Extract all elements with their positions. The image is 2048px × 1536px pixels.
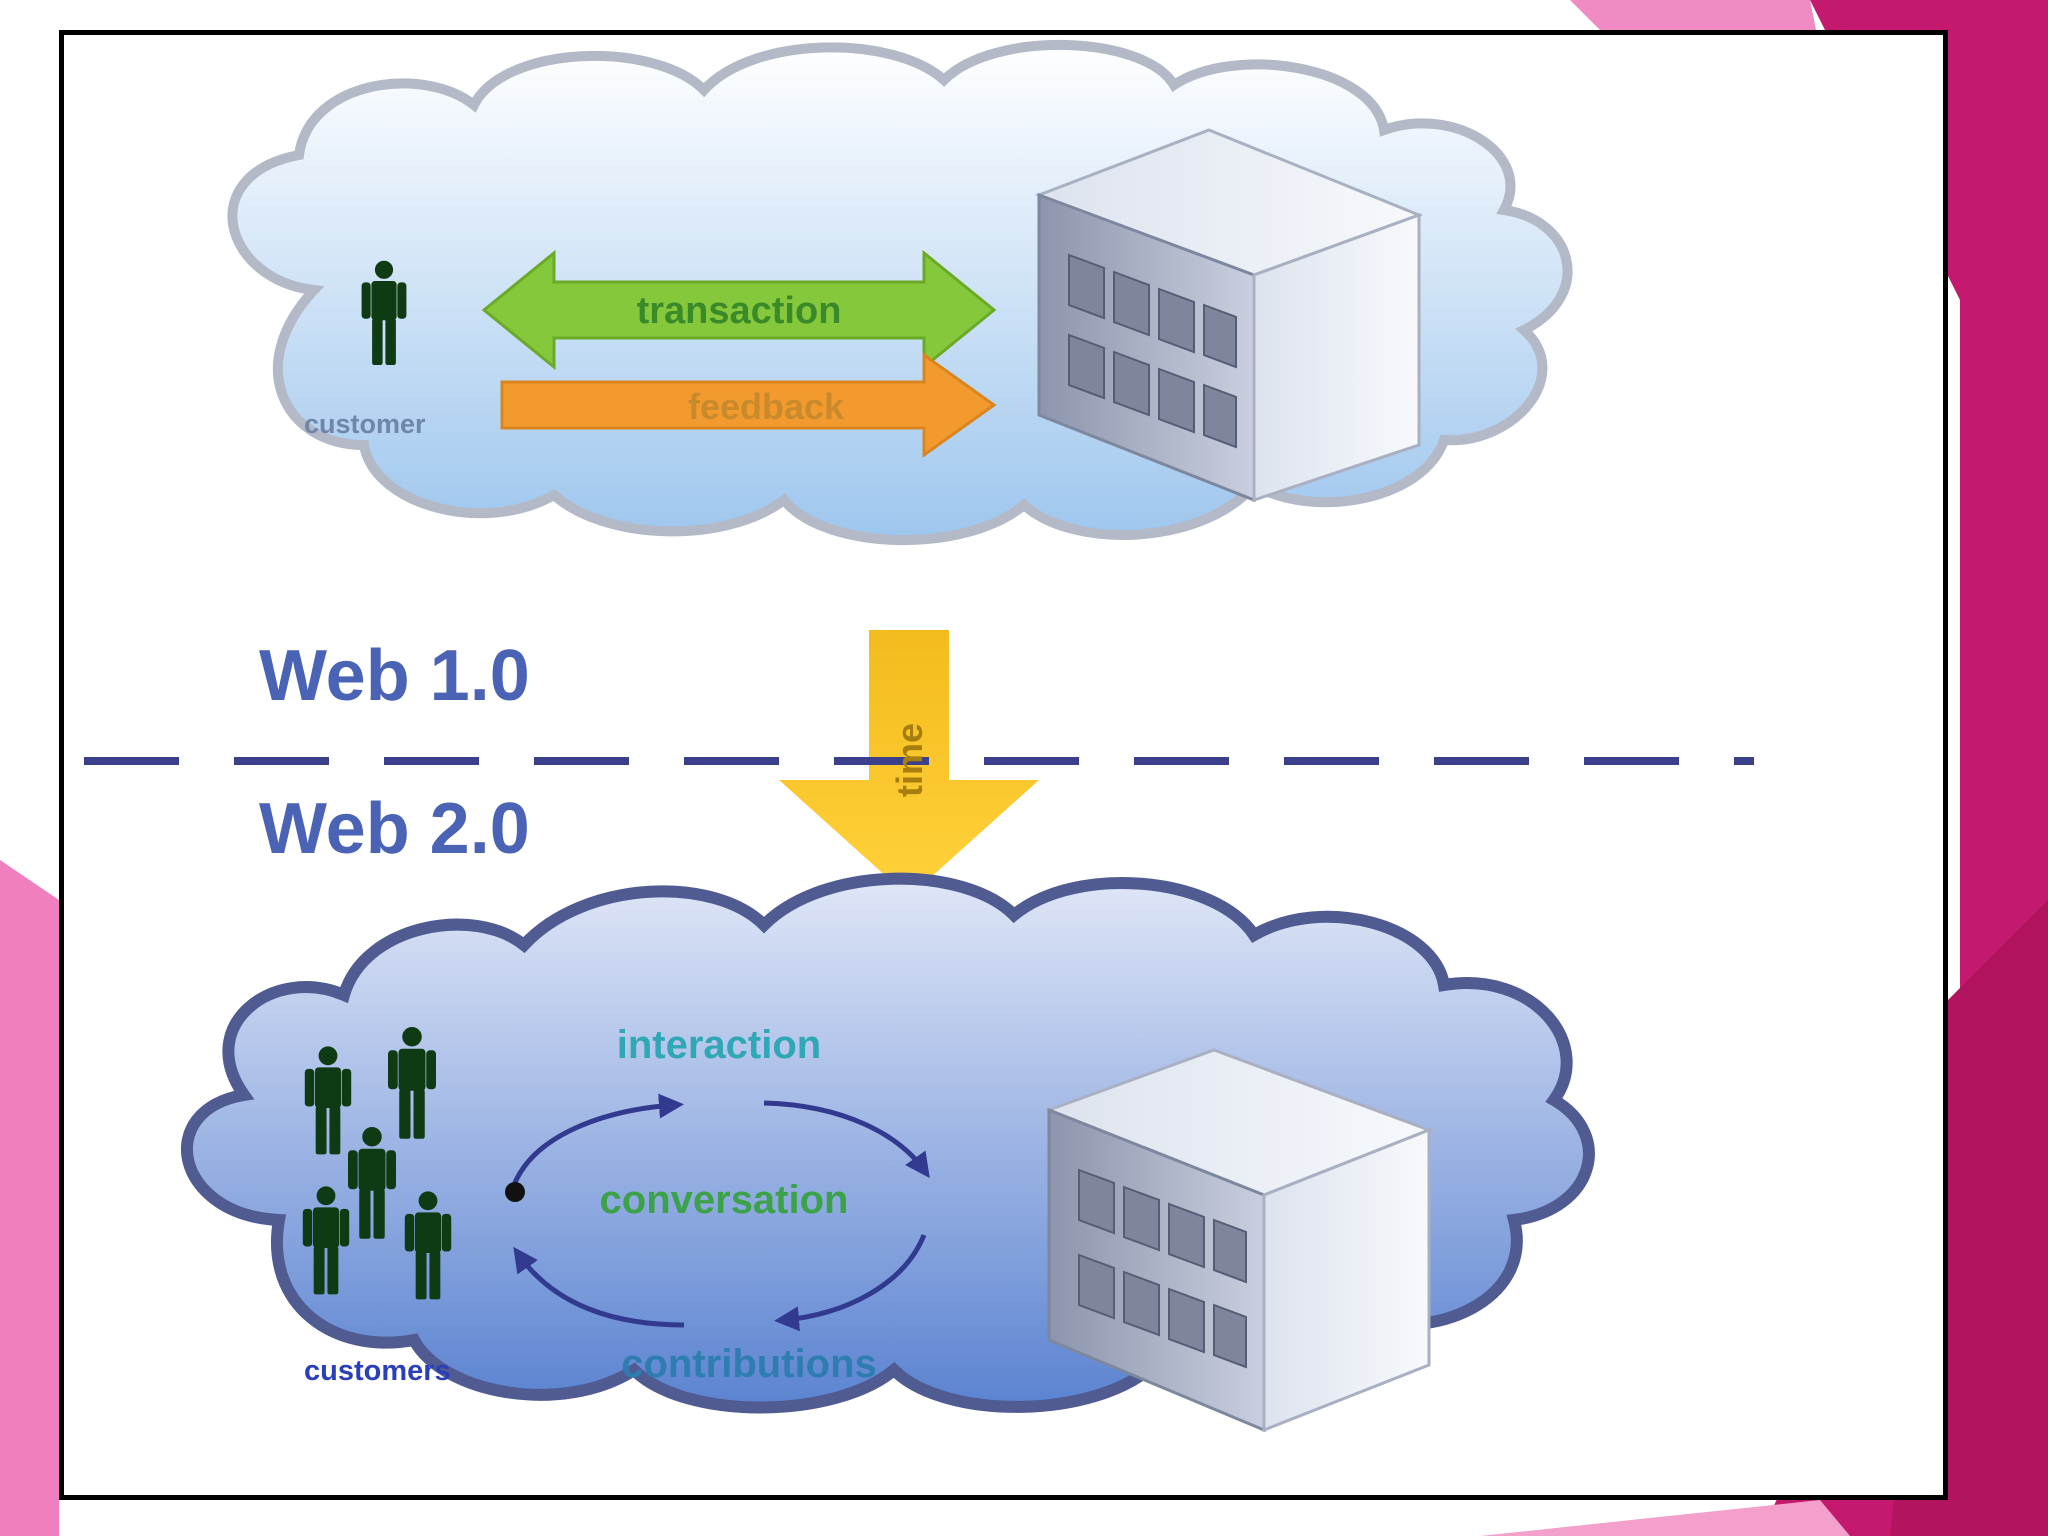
web2-building-icon (1044, 1048, 1434, 1433)
diagram-frame: customer transaction feedback Web 1.0 ti… (59, 30, 1948, 1500)
cycle-start-dot (505, 1182, 525, 1202)
transaction-label: transaction (637, 290, 842, 332)
web1-label: Web 1.0 (259, 636, 530, 716)
accent-shape-bottom (1480, 1500, 1850, 1536)
web2-label: Web 2.0 (259, 789, 530, 869)
contributions-label: contributions (621, 1342, 877, 1386)
web1-building-icon (1034, 128, 1424, 503)
customer-label: customer (304, 409, 426, 439)
feedback-label: feedback (688, 386, 845, 427)
time-label: time (889, 723, 930, 797)
accent-shape-left (0, 860, 90, 1536)
customers-label: customers (304, 1355, 451, 1387)
transaction-arrow (481, 249, 997, 371)
interaction-cycle (511, 1093, 930, 1332)
feedback-arrow (500, 352, 997, 458)
conversation-label: conversation (600, 1178, 849, 1222)
interaction-label: interaction (617, 1023, 821, 1067)
web-evolution-diagram: customer transaction feedback Web 1.0 ti… (84, 39, 1754, 1433)
